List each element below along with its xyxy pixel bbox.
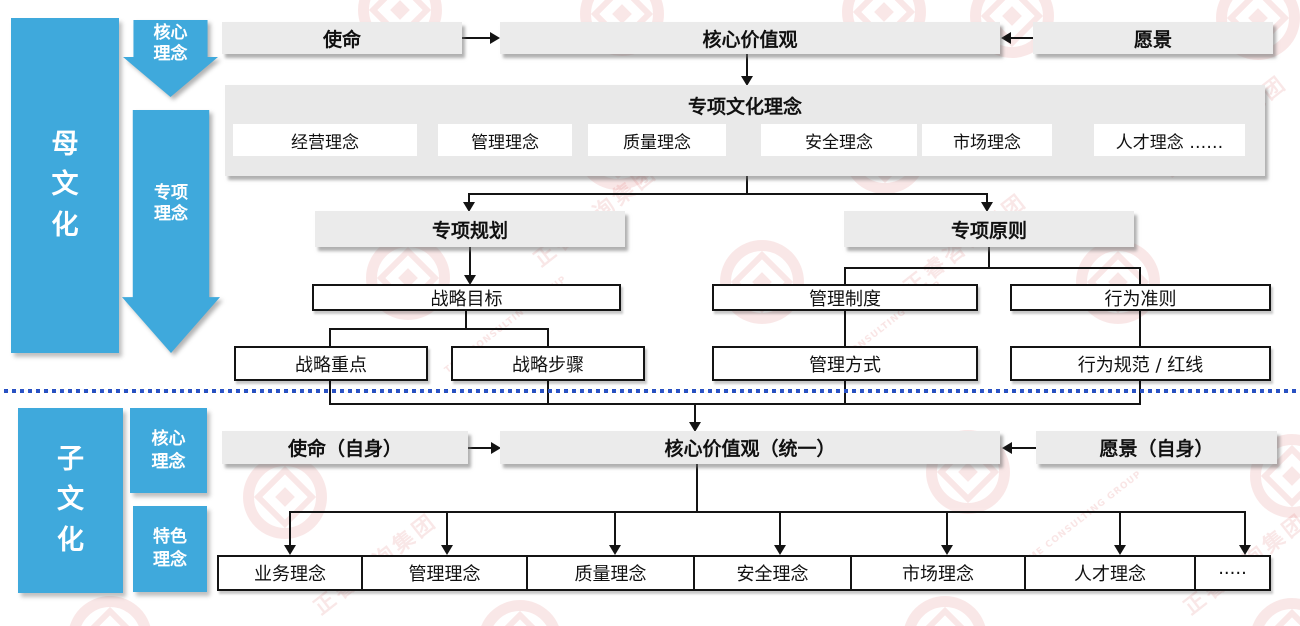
child-culture-rail-label: 子文化 <box>57 443 84 556</box>
idea-item: 管理理念 <box>438 124 572 156</box>
idea-cell: 人才理念 <box>1024 555 1196 591</box>
core-idea-arrow: 核心理念 <box>123 20 218 97</box>
child-feature-idea-box: 特色理念 <box>133 506 207 592</box>
section-divider-dotted-line <box>4 389 1296 393</box>
conduct-code-box: 行为准则 <box>1010 284 1271 311</box>
strategy-focus-box: 战略重点 <box>234 346 428 381</box>
idea-item: 经营理念 <box>233 124 417 156</box>
strategy-steps-box: 战略步骤 <box>451 346 645 381</box>
idea-cell: 安全理念 <box>693 555 852 591</box>
parent-culture-rail-label: 母文化 <box>51 128 79 241</box>
idea-item: 市场理念 <box>922 124 1052 156</box>
management-method-box: 管理方式 <box>712 346 978 381</box>
special-idea-arrow-label: 专项理念 <box>154 183 188 225</box>
brand-logo-watermark-icon <box>720 240 804 324</box>
child-vision-box: 愿景（自身） <box>1036 431 1277 464</box>
strategy-goal-box: 战略目标 <box>312 284 621 311</box>
special-culture-ideas-panel: 专项文化理念 经营理念 管理理念 质量理念 安全理念 市场理念 人才理念 …… <box>225 85 1265 176</box>
child-feature-idea-label: 特色理念 <box>153 527 187 570</box>
child-core-idea-label: 核心理念 <box>151 428 186 472</box>
idea-cell: 管理理念 <box>361 555 528 591</box>
idea-cell: 业务理念 <box>217 555 363 591</box>
special-culture-ideas-title: 专项文化理念 <box>687 96 802 118</box>
idea-cell: 质量理念 <box>526 555 695 591</box>
idea-item: 人才理念 …… <box>1094 124 1245 156</box>
parent-vision-box: 愿景 <box>1033 22 1273 54</box>
parent-core-values-box: 核心价值观 <box>500 22 1000 54</box>
core-idea-arrow-label: 核心理念 <box>153 23 188 65</box>
idea-cell: ····· <box>1194 555 1271 591</box>
conduct-norms-box: 行为规范 / 红线 <box>1010 346 1271 381</box>
management-system-box: 管理制度 <box>712 284 978 311</box>
child-idea-row: 业务理念 管理理念 质量理念 安全理念 市场理念 人才理念 ····· <box>217 555 1271 591</box>
child-culture-rail: 子文化 <box>18 408 123 593</box>
child-core-values-box: 核心价值观（统一） <box>500 431 1000 464</box>
idea-item: 质量理念 <box>588 124 726 156</box>
special-idea-arrow: 专项理念 <box>122 110 220 353</box>
child-core-idea-box: 核心理念 <box>130 408 207 493</box>
parent-mission-box: 使命 <box>222 22 462 54</box>
idea-cell: 市场理念 <box>850 555 1026 591</box>
child-mission-box: 使命（自身） <box>222 431 468 464</box>
parent-culture-rail: 母文化 <box>11 18 119 353</box>
idea-item: 安全理念 <box>761 124 917 156</box>
special-planning-box: 专项规划 <box>315 211 625 247</box>
special-principles-box: 专项原则 <box>844 211 1134 247</box>
